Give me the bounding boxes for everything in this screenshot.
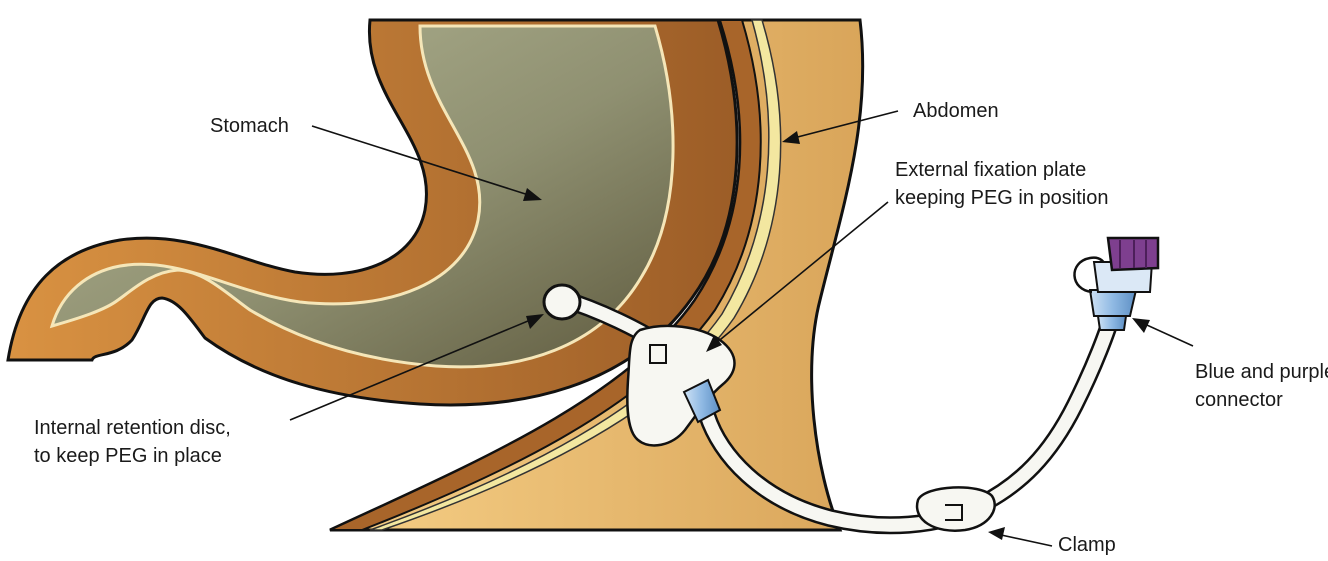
label-stomach: Stomach	[210, 112, 289, 140]
label-retention-disc: Internal retention disc, to keep PEG in …	[34, 414, 231, 470]
label-fixation-plate: External fixation plate keeping PEG in p…	[895, 156, 1108, 212]
clamp	[917, 487, 995, 530]
label-clamp: Clamp	[1058, 531, 1116, 559]
label-abdomen: Abdomen	[913, 97, 999, 125]
retention-disc	[544, 285, 580, 319]
label-connector: Blue and purple connector	[1195, 358, 1328, 414]
blue-purple-connector	[1074, 238, 1158, 330]
